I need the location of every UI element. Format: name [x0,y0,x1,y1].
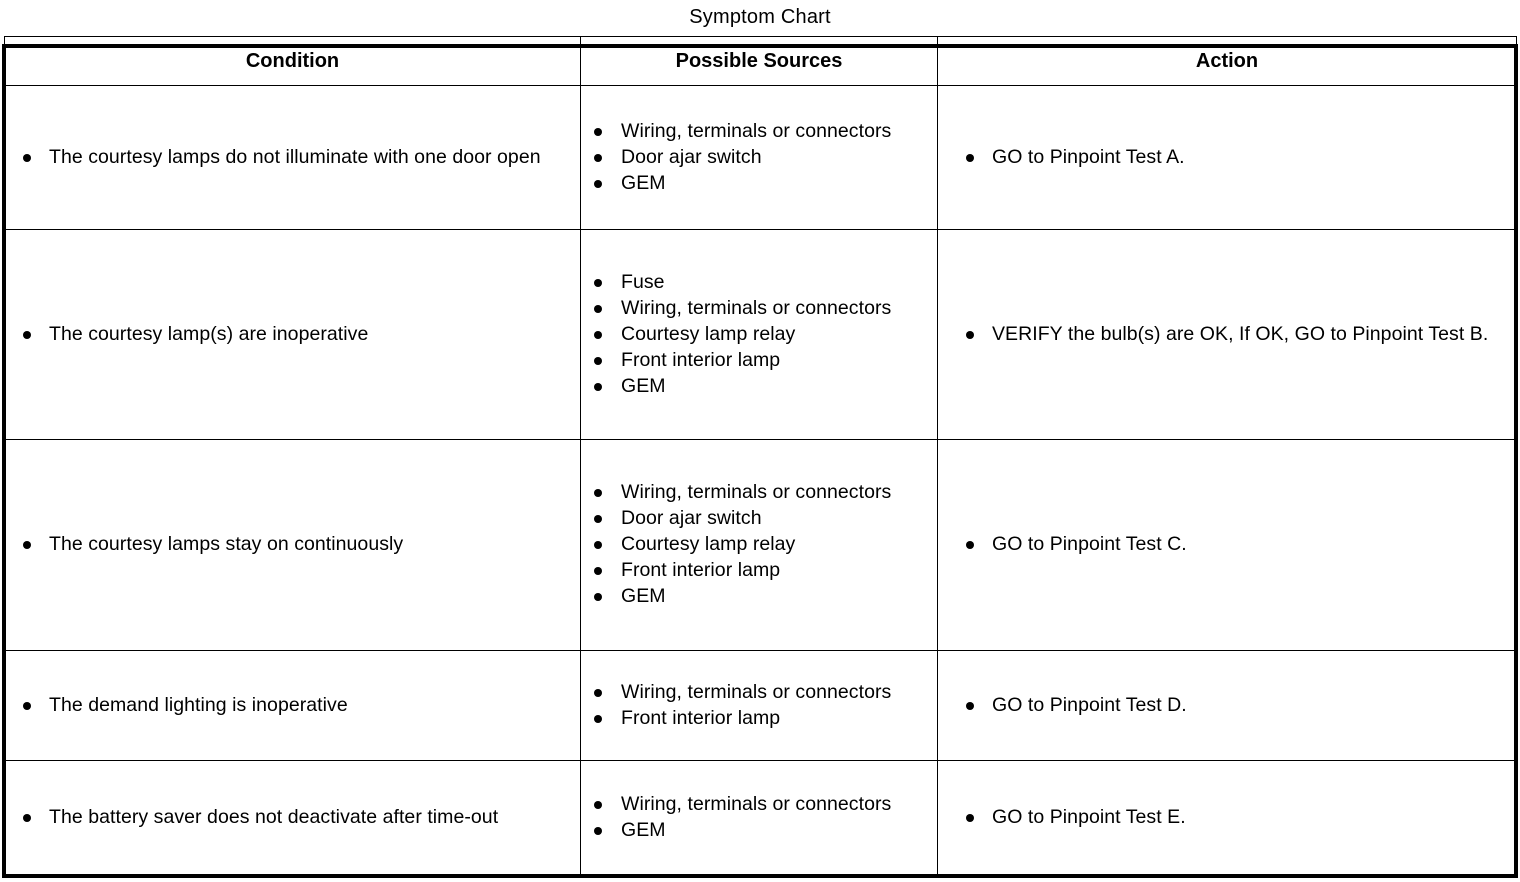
list-item: Door ajar switch [585,506,929,531]
sources-list: Wiring, terminals or connectors Door aja… [585,119,929,196]
action-list: VERIFY the bulb(s) are OK, If OK, GO to … [948,322,1506,347]
action-list: GO to Pinpoint Test D. [948,693,1506,718]
list-item: Front interior lamp [585,706,929,731]
list-item: GO to Pinpoint Test D. [948,693,1506,718]
condition-list: The battery saver does not deactivate af… [5,805,570,830]
condition-cell: The battery saver does not deactivate af… [4,760,581,875]
sources-list: Fuse Wiring, terminals or connectors Cou… [585,270,929,399]
list-item: The courtesy lamps do not illuminate wit… [5,145,570,170]
table-header: Condition Possible Sources Action [4,36,1517,86]
list-item: GEM [585,584,929,609]
action-cell: GO to Pinpoint Test E. [937,760,1517,875]
condition-list: The demand lighting is inoperative [5,693,570,718]
list-item: The courtesy lamp(s) are inoperative [5,322,570,347]
action-list: GO to Pinpoint Test E. [948,805,1506,830]
list-item: GO to Pinpoint Test C. [948,532,1506,557]
possible-sources-cell: Wiring, terminals or connectors Door aja… [580,85,938,230]
list-item: GO to Pinpoint Test A. [948,145,1506,170]
list-item: Wiring, terminals or connectors [585,119,929,144]
list-item: The demand lighting is inoperative [5,693,570,718]
action-cell: GO to Pinpoint Test A. [937,85,1517,230]
action-cell: VERIFY the bulb(s) are OK, If OK, GO to … [937,229,1517,440]
list-item: Wiring, terminals or connectors [585,680,929,705]
list-item: GO to Pinpoint Test E. [948,805,1506,830]
list-item: Fuse [585,270,929,295]
table-row: The demand lighting is inoperative Wirin… [4,650,1517,761]
column-header-action: Action [937,36,1517,86]
table-row: The courtesy lamp(s) are inoperative Fus… [4,229,1517,440]
list-item: GEM [585,171,929,196]
column-header-possible-sources: Possible Sources [580,36,938,86]
condition-cell: The courtesy lamp(s) are inoperative [4,229,581,440]
sources-list: Wiring, terminals or connectors Front in… [585,680,929,731]
condition-cell: The courtesy lamps do not illuminate wit… [4,85,581,230]
table-row: The courtesy lamps do not illuminate wit… [4,85,1517,230]
list-item: Wiring, terminals or connectors [585,296,929,321]
list-item: Courtesy lamp relay [585,322,929,347]
possible-sources-cell: Wiring, terminals or connectors GEM [580,760,938,875]
condition-list: The courtesy lamps stay on continuously [5,532,570,557]
action-list: GO to Pinpoint Test C. [948,532,1506,557]
list-item: Wiring, terminals or connectors [585,792,929,817]
list-item: GEM [585,374,929,399]
possible-sources-cell: Wiring, terminals or connectors Front in… [580,650,938,761]
condition-list: The courtesy lamps do not illuminate wit… [5,145,570,170]
header-row: Condition Possible Sources Action [4,36,1517,86]
action-cell: GO to Pinpoint Test C. [937,439,1517,651]
list-item: Courtesy lamp relay [585,532,929,557]
possible-sources-cell: Fuse Wiring, terminals or connectors Cou… [580,229,938,440]
table-row: The courtesy lamps stay on continuously … [4,439,1517,651]
condition-cell: The demand lighting is inoperative [4,650,581,761]
condition-list: The courtesy lamp(s) are inoperative [5,322,570,347]
table-body: The courtesy lamps do not illuminate wit… [4,85,1517,875]
condition-cell: The courtesy lamps stay on continuously [4,439,581,651]
sources-list: Wiring, terminals or connectors Door aja… [585,480,929,609]
list-item: Front interior lamp [585,348,929,373]
list-item: VERIFY the bulb(s) are OK, If OK, GO to … [948,322,1506,347]
symptom-table: Condition Possible Sources Action The co… [4,36,1517,875]
list-item: Door ajar switch [585,145,929,170]
list-item: Front interior lamp [585,558,929,583]
list-item: GEM [585,818,929,843]
sources-list: Wiring, terminals or connectors GEM [585,792,929,843]
possible-sources-cell: Wiring, terminals or connectors Door aja… [580,439,938,651]
action-cell: GO to Pinpoint Test D. [937,650,1517,761]
list-item: The courtesy lamps stay on continuously [5,532,570,557]
list-item: Wiring, terminals or connectors [585,480,929,505]
table-row: The battery saver does not deactivate af… [4,760,1517,875]
action-list: GO to Pinpoint Test A. [948,145,1506,170]
column-header-condition: Condition [4,36,581,86]
list-item: The battery saver does not deactivate af… [5,805,570,830]
page-title: Symptom Chart [689,6,831,28]
